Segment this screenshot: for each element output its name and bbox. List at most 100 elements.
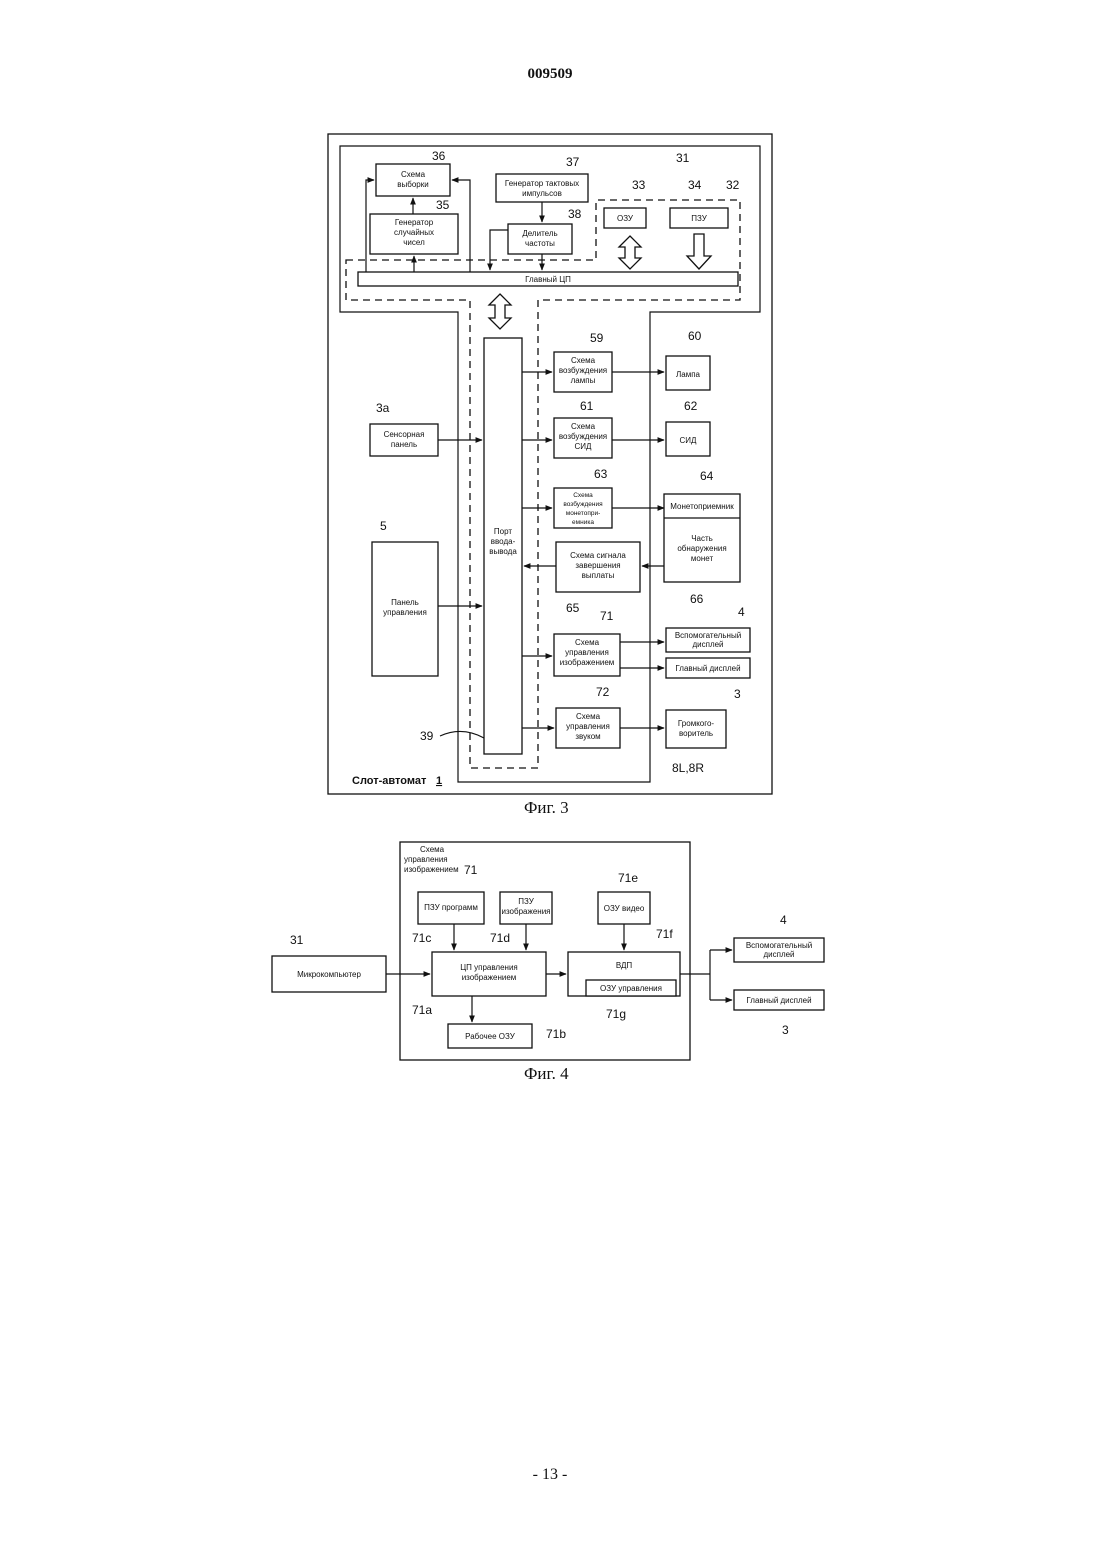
ref-33: 33 <box>632 178 646 192</box>
vdp-label: ВДП <box>616 961 633 970</box>
ref-39: 39 <box>420 729 434 743</box>
fig4-ref-31: 31 <box>290 933 304 947</box>
fig4-ref-71f: 71f <box>656 927 673 941</box>
lamp-label: Лампа <box>676 370 701 379</box>
touch-panel-label-1: Сенсорная <box>384 430 425 439</box>
speaker-label-2: воритель <box>679 729 713 738</box>
clock-label-2: импульсов <box>522 189 562 198</box>
coin-acceptor-label: Монетоприемник <box>670 502 734 511</box>
ref-37: 37 <box>566 155 580 169</box>
ref-8l-8r: 8L,8R <box>672 761 704 775</box>
coin-driver-label-1: Схема <box>573 492 593 499</box>
io-label-3: вывода <box>489 547 517 556</box>
ref-60: 60 <box>688 329 702 343</box>
ref-31: 31 <box>676 151 690 165</box>
ref-72: 72 <box>596 685 610 699</box>
sampling-label-2: выборки <box>397 180 428 189</box>
rng-label-1: Генератор <box>395 218 434 227</box>
fig4-main-display-label: Главный дисплей <box>746 996 811 1005</box>
video-ram-label: ОЗУ видео <box>604 904 645 913</box>
ref-35: 35 <box>436 198 450 212</box>
divider-label-2: частоты <box>525 239 555 248</box>
main-cpu-label: Главный ЦП <box>525 275 571 284</box>
sound-control-label-1: Схема <box>576 712 601 721</box>
sound-control-label-3: звуком <box>575 732 600 741</box>
coin-driver-label-4: емника <box>572 519 594 526</box>
lamp-driver-label-3: лампы <box>571 376 596 385</box>
coin-detection-label-2: обнаружения <box>677 544 726 553</box>
lamp-driver-label-2: возбуждения <box>559 366 607 375</box>
figure-4: Схема управления изображением 71 ПЗУ про… <box>272 842 824 1060</box>
bus-bidirectional-arrow <box>489 294 511 329</box>
io-port-box <box>484 338 522 754</box>
fig4-title-1: Схема <box>420 845 445 854</box>
divider-label-1: Делитель <box>522 229 557 238</box>
ref-32: 32 <box>726 178 740 192</box>
fig4-sub-display-label-2: дисплей <box>763 950 794 959</box>
image-control-frame <box>400 842 690 1060</box>
ref-1: 1 <box>436 775 442 787</box>
led-label: СИД <box>680 436 698 445</box>
ref-71: 71 <box>600 609 614 623</box>
ref-65: 65 <box>566 601 580 615</box>
coin-driver-label-3: монетопри- <box>566 510 601 517</box>
fig4-ref-71: 71 <box>464 863 478 877</box>
fig4-title-2: управления <box>404 855 448 864</box>
sampling-label-1: Схема <box>401 170 426 179</box>
image-cpu-label-1: ЦП управления <box>460 963 518 972</box>
ref-4: 4 <box>738 605 745 619</box>
led-driver-label-3: СИД <box>575 442 593 451</box>
coin-detection-label-3: монет <box>691 554 714 563</box>
ref-38: 38 <box>568 207 582 221</box>
control-panel-label-2: управления <box>383 608 427 617</box>
footer-page-number: - 13 - <box>0 1466 1100 1484</box>
coin-driver-label-2: возбуждения <box>563 500 603 508</box>
ref-59: 59 <box>590 331 604 345</box>
fig4-ref-71b: 71b <box>546 1027 566 1041</box>
rng-label-2: случайных <box>394 228 434 237</box>
ref-66: 66 <box>690 592 704 606</box>
ram-bidirectional-arrow <box>619 236 641 269</box>
io-label-1: Порт <box>494 527 512 536</box>
image-control-label-2: управления <box>565 648 609 657</box>
sub-display-label-1: Вспомогательный <box>675 631 741 640</box>
fig4-sub-display-label-1: Вспомогательный <box>746 941 812 950</box>
ref-63: 63 <box>594 467 608 481</box>
coin-detection-label-1: Часть <box>691 534 713 543</box>
slot-machine-label: Слот-автомат <box>352 775 427 787</box>
sub-display-label-2: дисплей <box>692 640 723 649</box>
fig4-ref-3: 3 <box>782 1023 789 1037</box>
sound-control-label-2: управления <box>566 722 610 731</box>
microcomputer-label: Микрокомпьютер <box>297 970 361 979</box>
main-display-label: Главный дисплей <box>675 664 740 673</box>
ram-label: ОЗУ <box>617 214 634 223</box>
fig4-ref-71d: 71d <box>490 931 510 945</box>
fig4-title-3: изображением <box>404 865 459 874</box>
fig4-ref-71g: 71g <box>606 1007 626 1021</box>
touch-panel-label-2: панель <box>391 440 417 449</box>
image-rom-label-1: ПЗУ <box>518 897 534 906</box>
lamp-driver-label-1: Схема <box>571 356 596 365</box>
ref-39-leader <box>440 731 484 738</box>
ref-64: 64 <box>700 469 714 483</box>
ref-3: 3 <box>734 687 741 701</box>
rom-label: ПЗУ <box>691 214 707 223</box>
image-rom-label-2: изображения <box>502 907 551 916</box>
ref-5: 5 <box>380 519 387 533</box>
rng-label-3: чисел <box>403 238 425 247</box>
image-control-label-3: изображением <box>560 658 615 667</box>
ref-62: 62 <box>684 399 698 413</box>
ref-61: 61 <box>580 399 594 413</box>
ref-36: 36 <box>432 149 446 163</box>
ref-3a: 3a <box>376 401 390 415</box>
image-control-label-1: Схема <box>575 638 600 647</box>
led-driver-label-1: Схема <box>571 422 596 431</box>
payout-label-3: выплаты <box>582 571 615 580</box>
figure-3: Схема выборки 36 Генератор случайных чис… <box>328 134 772 794</box>
divider-to-cpu-left-line <box>490 230 508 270</box>
program-rom-label: ПЗУ программ <box>424 903 478 912</box>
figure-4-caption: Фиг. 4 <box>524 1064 569 1084</box>
led-driver-label-2: возбуждения <box>559 432 607 441</box>
ref-34: 34 <box>688 178 702 192</box>
